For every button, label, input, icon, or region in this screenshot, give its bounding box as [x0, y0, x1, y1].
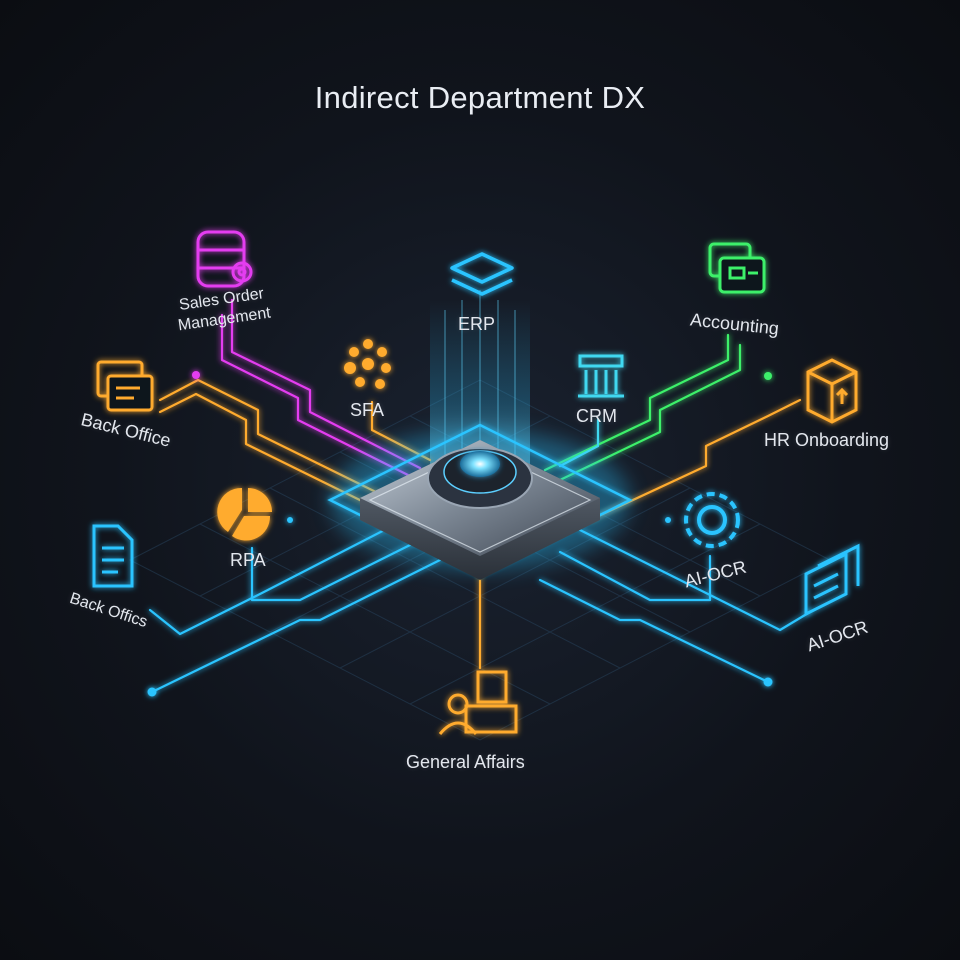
label-general-affairs: General Affairs	[406, 752, 525, 772]
connector-backoffice-2	[158, 392, 374, 508]
document-icon	[92, 524, 134, 588]
box-arrow-icon	[806, 358, 858, 424]
central-hub-chip	[327, 423, 633, 580]
connector-aiocr2	[578, 528, 812, 632]
connector-rpa	[250, 538, 422, 602]
endpoint-dot	[763, 677, 773, 687]
person-card-icon	[438, 670, 518, 735]
connector-accounting	[543, 333, 730, 472]
cards-icon	[708, 242, 766, 294]
gear-ring-icon	[684, 492, 740, 548]
connector-aiocr	[558, 550, 712, 602]
columns-building-icon	[578, 354, 624, 398]
label-rpa: RPA	[230, 550, 266, 570]
label-crm: CRM	[576, 406, 617, 426]
endpoint-dot	[665, 517, 671, 523]
label-hr-onboarding: HR Onboarding	[764, 430, 890, 450]
label-sfa: SFA	[350, 400, 385, 420]
connector-backoffices	[148, 520, 402, 636]
connector-backoffice	[158, 378, 382, 496]
dots-cluster-icon	[344, 339, 391, 389]
layers-stack-icon	[450, 252, 514, 296]
page-title: Indirect Department DX	[314, 80, 646, 115]
endpoint-dot	[287, 517, 293, 523]
connector-sales	[230, 298, 422, 470]
connector-accounting-2	[558, 343, 742, 482]
endpoint-dot	[764, 372, 772, 380]
document-stack-icon	[804, 543, 860, 617]
connector-bottom-left	[150, 558, 442, 694]
connector-sales-2	[220, 313, 412, 478]
folders-icon	[96, 360, 154, 412]
endpoint-dot	[192, 371, 200, 379]
connector-bottom-right	[538, 578, 770, 684]
label-erp: ERP	[458, 314, 496, 334]
connector-hr	[588, 398, 802, 522]
endpoint-dot	[147, 687, 157, 697]
database-gear-icon	[196, 230, 253, 288]
pie-icon	[217, 487, 272, 541]
